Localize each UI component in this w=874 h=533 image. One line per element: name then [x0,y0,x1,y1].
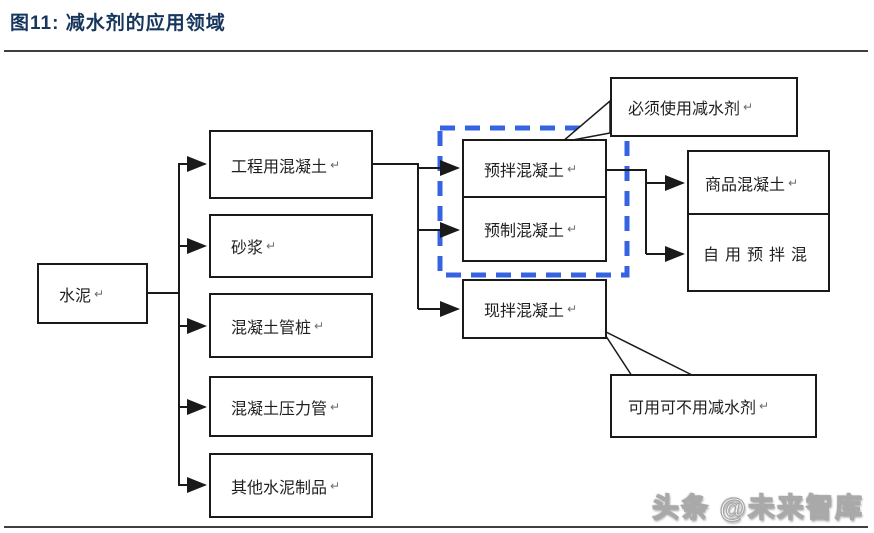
node-self-use-ready-mix: 自用预拌混 [687,213,830,292]
node-self-use-ready-mix-label: 自用预拌混 [703,246,814,264]
connector-lines [148,156,685,493]
return-mark-icon: ↵ [567,302,578,316]
callout-optional-label: 可用可不用减水剂 [628,400,757,417]
callout-must-use-water-reducer: 必须使用减水剂 ↵ [610,77,798,137]
return-mark-icon: ↵ [330,399,341,414]
return-mark-icon: ↵ [314,318,325,333]
node-ready-mixed-concrete: 预拌混凝土 ↵ [462,139,607,198]
return-mark-icon: ↵ [743,100,754,114]
return-mark-icon: ↵ [330,157,341,172]
return-mark-icon: ↵ [567,161,578,176]
node-site-mixed-concrete: 现拌混凝土 ↵ [462,279,607,339]
node-concrete-pressure-pipe: 混凝土压力管 ↵ [209,376,373,437]
node-concrete-pipe-pile-label: 混凝土管桩 [231,319,312,337]
node-engineering-concrete-label: 工程用混凝土 [231,158,328,176]
node-engineering-concrete: 工程用混凝土 ↵ [209,130,373,199]
callout-tail-must-use [559,99,611,144]
title-separator-line [4,50,868,52]
node-commercial-concrete-label: 商品混凝土 [705,176,786,194]
return-mark-icon: ↵ [567,222,578,236]
node-cement-label: 水泥 [59,287,92,305]
callout-optional-water-reducer: 可用可不用减水剂 ↵ [610,374,817,438]
return-mark-icon: ↵ [94,286,105,301]
node-precast-concrete-label: 预制混凝土 [484,223,565,240]
return-mark-icon: ↵ [759,399,770,413]
node-mortar: 砂浆 ↵ [209,214,373,278]
dashed-highlight-rect [437,125,630,278]
node-mortar-label: 砂浆 [231,240,264,257]
return-mark-icon: ↵ [788,175,799,190]
node-concrete-pipe-pile: 混凝土管桩 ↵ [209,293,373,358]
watermark-text: 头条 @未来智库 [652,492,864,523]
node-other-cement-products: 其他水泥制品 ↵ [209,453,373,518]
return-mark-icon: ↵ [266,239,277,253]
node-cement: 水泥 ↵ [37,263,148,324]
bottom-separator-line [4,526,868,528]
callout-tail-optional [599,328,695,377]
node-concrete-pressure-pipe-label: 混凝土压力管 [231,400,328,418]
node-site-mixed-concrete-label: 现拌混凝土 [484,303,565,320]
return-mark-icon: ↵ [330,478,341,493]
node-other-cement-products-label: 其他水泥制品 [231,479,328,497]
callout-must-use-label: 必须使用减水剂 [628,101,741,118]
node-ready-mixed-concrete-label: 预拌混凝土 [484,162,565,180]
node-precast-concrete: 预制混凝土 ↵ [462,196,607,262]
node-commercial-concrete: 商品混凝土 ↵ [687,150,830,215]
figure-title: 图11: 减水剂的应用领域 [10,13,226,34]
